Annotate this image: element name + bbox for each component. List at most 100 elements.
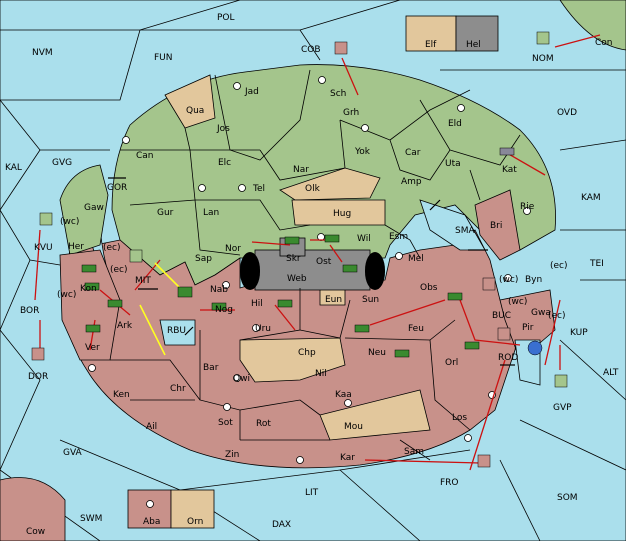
region-label: Cow — [26, 527, 45, 537]
support-orders — [139, 262, 183, 356]
region-label: Chp — [298, 348, 316, 358]
region-bri[interactable] — [474, 189, 521, 261]
region-label: GVP — [553, 403, 572, 413]
label-gva: GVA — [63, 448, 83, 458]
label-gor: GOR — [107, 183, 127, 193]
move-orders — [34, 34, 601, 471]
label-rbu: RBU — [167, 326, 186, 336]
region-label: Eun — [325, 295, 342, 305]
label-nvm: NVM — [32, 48, 53, 58]
label-fun: FUN — [154, 53, 173, 63]
region-qua[interactable] — [164, 74, 216, 129]
label-swm: SWM — [80, 514, 102, 524]
region-label: Mou — [344, 422, 363, 432]
region-label: Ark — [117, 321, 133, 331]
region-label: Nar — [293, 165, 309, 175]
region-label: Feu — [408, 324, 424, 334]
region-label: Los — [452, 413, 467, 423]
region-label: Her — [68, 242, 84, 252]
region-elf[interactable] — [405, 15, 457, 52]
label-som: SOM — [557, 493, 578, 503]
region-label: Eld — [448, 119, 462, 129]
region-label: (ec) — [103, 243, 121, 253]
label-ovd: OVD — [557, 108, 577, 118]
region-label: Jos — [216, 124, 230, 134]
region-label: Pir — [522, 323, 534, 333]
region-label: Gwa — [531, 308, 551, 318]
region-label: Amp — [401, 177, 422, 187]
region-label: Byn — [525, 275, 542, 285]
region-label: Uru — [255, 324, 271, 334]
units[interactable] — [31, 31, 568, 468]
region-label: Ken — [113, 390, 130, 400]
region-labels: POL NVM FUN COB OVD GVG KAL GOR KAM SMA … — [5, 13, 619, 537]
label-dax: DAX — [272, 520, 291, 530]
label-mit: MIT — [135, 276, 151, 286]
region-label: Skr — [286, 254, 301, 264]
region-label: KVU — [34, 243, 53, 253]
label-buc: BUC — [492, 311, 511, 321]
label-nom: NOM — [532, 54, 554, 64]
region-label: Aba — [143, 517, 160, 527]
label-kal: KAL — [5, 163, 22, 173]
region-label: Rot — [256, 419, 271, 429]
label-alt: ALT — [603, 368, 619, 378]
region-label: Bri — [490, 221, 502, 231]
region-label: Rie — [520, 202, 535, 212]
region-label: Elc — [218, 158, 231, 168]
region-label: Nor — [225, 244, 241, 254]
region-label: Kaa — [335, 390, 352, 400]
region-label: Wil — [357, 234, 371, 244]
region-label: Ail — [146, 422, 157, 432]
region-label: Can — [136, 151, 154, 161]
region-label: (ec) — [548, 311, 566, 321]
region-orn[interactable] — [170, 489, 215, 529]
region-label: Chr — [170, 384, 186, 394]
label-kup: KUP — [570, 328, 588, 338]
region-hel[interactable] — [455, 15, 499, 52]
region-label: Tel — [252, 184, 265, 194]
region-label: Hel — [466, 40, 481, 50]
label-lit: LIT — [305, 488, 319, 498]
region-label: Elf — [425, 40, 437, 50]
region-label: Orn — [187, 517, 203, 527]
region-label: Sot — [218, 418, 233, 428]
channel-arrows — [108, 177, 515, 366]
sea-rbu[interactable] — [159, 319, 196, 346]
region-mou[interactable] — [319, 389, 431, 441]
region-label: Qwi — [233, 374, 250, 384]
label-gvg: GVG — [52, 158, 72, 168]
label-sma: SMA — [455, 226, 475, 236]
region-label: Sap — [195, 254, 212, 264]
region-label: Sun — [362, 295, 379, 305]
region-label: Lan — [203, 208, 219, 218]
region-label: Ver — [85, 343, 100, 353]
region-label: Hug — [333, 209, 351, 219]
region-label: (ec) — [550, 261, 568, 271]
region-label: (wc) — [57, 290, 76, 300]
region-label: Kon — [80, 284, 97, 294]
region-cow[interactable] — [0, 477, 66, 541]
region-label: Car — [405, 148, 421, 158]
region-label: Obs — [420, 283, 438, 293]
region-label: Qua — [186, 106, 204, 116]
region-label: Nog — [215, 305, 233, 315]
label-cob: COB — [301, 45, 321, 55]
region-label: Zin — [225, 450, 239, 460]
supply-centers — [88, 76, 531, 508]
region-olk[interactable] — [279, 167, 381, 201]
region-gaw-her[interactable] — [59, 164, 109, 256]
region-label: Olk — [305, 184, 321, 194]
label-rod: ROD — [498, 353, 518, 363]
region-label: Gaw — [84, 203, 104, 213]
region-label: Nab — [210, 285, 228, 295]
region-label: Web — [287, 274, 307, 284]
region-label: Jad — [244, 87, 259, 97]
region-aba[interactable] — [127, 489, 172, 529]
region-label: (ec) — [110, 265, 128, 275]
region-label: Mel — [408, 254, 424, 264]
region-label: BOR — [20, 306, 39, 316]
